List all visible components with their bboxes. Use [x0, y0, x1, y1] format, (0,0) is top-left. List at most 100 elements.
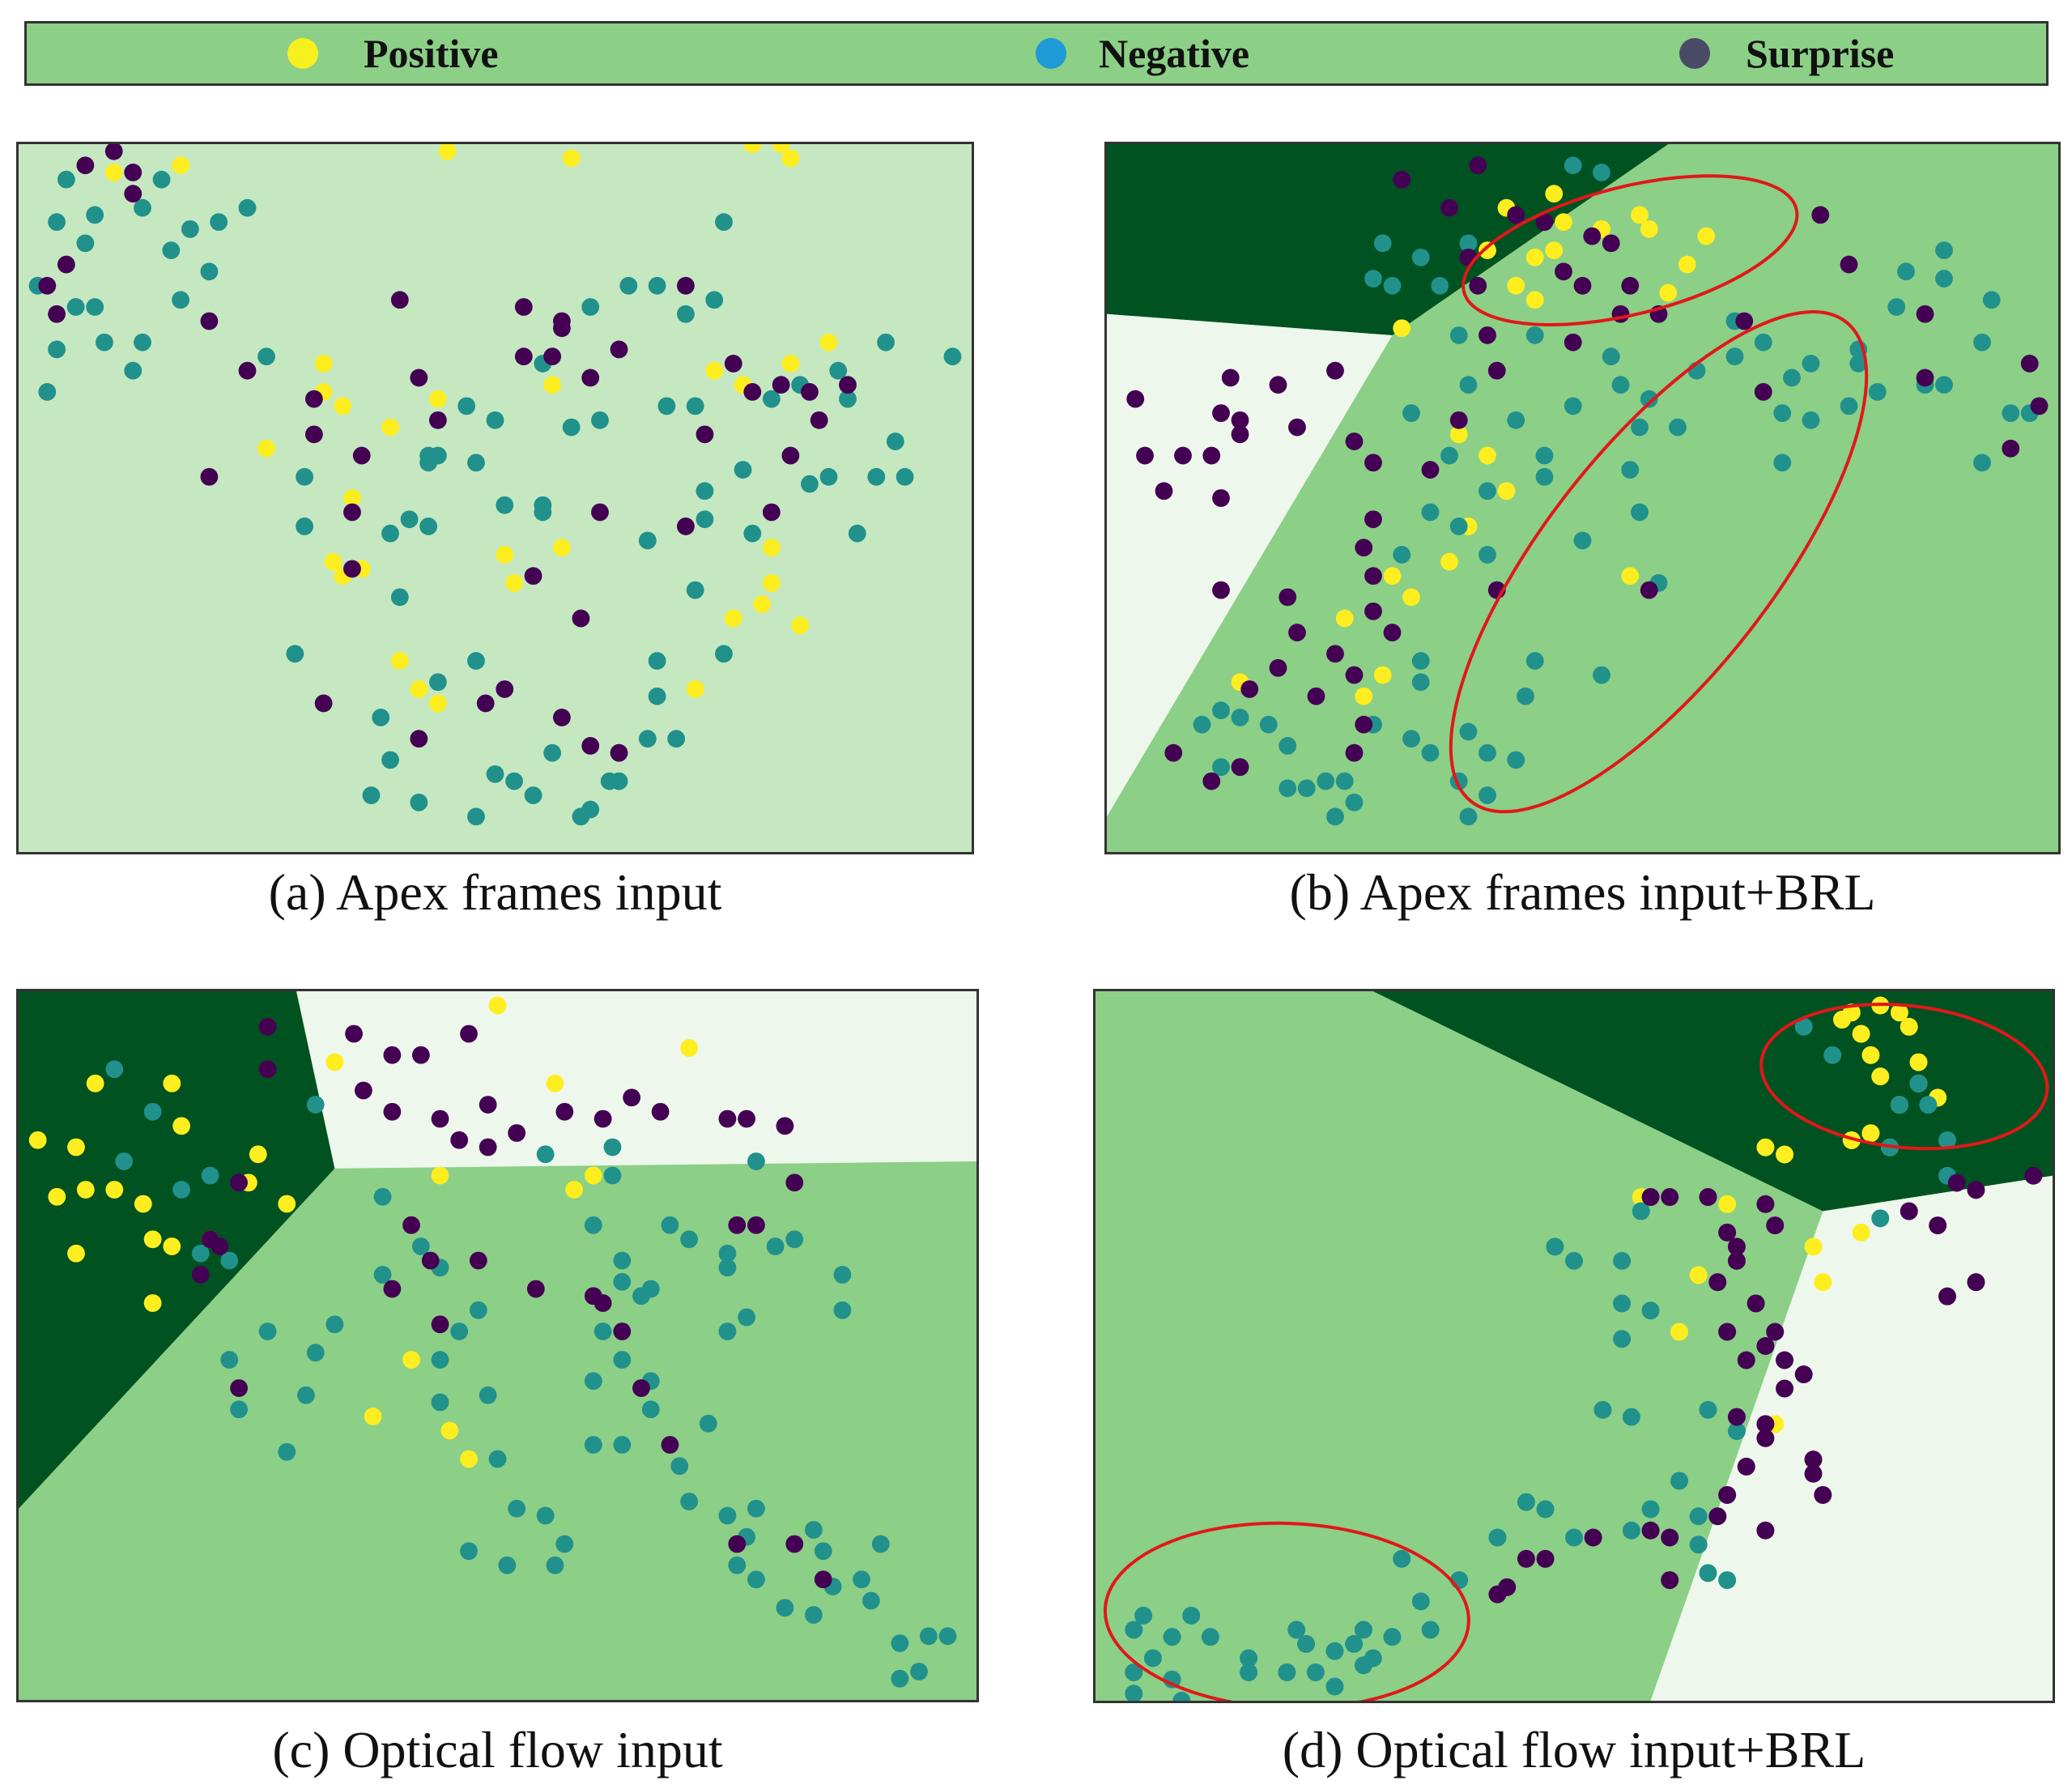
point-surprise: [1766, 1216, 1785, 1235]
point-surprise: [1307, 687, 1325, 705]
point-negative: [581, 298, 600, 316]
point-surprise: [1345, 743, 1364, 762]
point-surprise: [1737, 1351, 1755, 1369]
point-surprise: [1469, 276, 1487, 295]
point-positive: [488, 996, 507, 1015]
point-positive: [104, 164, 123, 181]
point-surprise: [1164, 743, 1183, 762]
point-positive: [1909, 1053, 1928, 1071]
point-negative: [1507, 751, 1525, 769]
point-surprise: [1383, 624, 1402, 641]
point-surprise: [1583, 227, 1602, 245]
point-surprise: [1326, 645, 1344, 663]
point-surprise: [572, 609, 590, 628]
point-surprise: [124, 164, 143, 181]
point-negative: [1459, 807, 1478, 826]
point-negative: [871, 1535, 890, 1553]
point-surprise: [1136, 446, 1154, 465]
point-negative: [603, 1138, 622, 1156]
point-surprise: [594, 1110, 612, 1128]
point-negative: [306, 1344, 325, 1362]
point-surprise: [421, 1251, 440, 1270]
point-positive: [1776, 1145, 1794, 1164]
point-negative: [1383, 1628, 1402, 1646]
point-negative: [718, 1323, 737, 1340]
point-negative: [38, 383, 57, 401]
point-surprise: [1804, 1450, 1823, 1469]
point-surprise: [304, 390, 323, 408]
point-surprise: [776, 1117, 794, 1135]
point-negative: [1449, 326, 1468, 344]
point-surprise: [402, 1216, 420, 1234]
point-surprise: [1487, 361, 1506, 380]
point-negative: [257, 347, 275, 366]
point-positive: [1335, 609, 1354, 628]
point-surprise: [2002, 439, 2020, 458]
decision-region-pale: [1107, 313, 1393, 817]
point-surprise: [2024, 1166, 2043, 1185]
point-positive: [324, 552, 342, 571]
point-positive: [1545, 241, 1564, 259]
point-positive: [1756, 1138, 1775, 1156]
point-positive: [1900, 1017, 1918, 1036]
point-surprise: [1756, 1521, 1775, 1540]
point-negative: [1613, 1251, 1632, 1270]
point-negative: [172, 1181, 191, 1199]
point-negative: [584, 1372, 602, 1391]
point-positive: [1718, 1195, 1737, 1213]
point-negative: [1143, 1649, 1162, 1668]
point-negative: [1573, 531, 1592, 550]
point-surprise: [1661, 1528, 1679, 1547]
point-negative: [1317, 772, 1335, 790]
point-negative: [677, 305, 695, 323]
point-negative: [785, 1230, 804, 1249]
point-negative: [1125, 1663, 1143, 1681]
series-positive: [28, 996, 698, 1468]
point-surprise: [1584, 1528, 1602, 1547]
point-surprise: [1718, 1323, 1737, 1341]
point-negative: [1849, 355, 1868, 373]
point-negative: [1354, 1621, 1372, 1639]
point-surprise: [526, 1280, 545, 1298]
point-surprise: [1916, 305, 1934, 323]
scatter-plot-c: [16, 989, 979, 1702]
point-negative: [619, 276, 638, 295]
point-negative: [1325, 1677, 1344, 1696]
point-surprise: [479, 1096, 497, 1114]
point-negative: [105, 1060, 124, 1079]
point-surprise: [613, 1323, 632, 1340]
point-positive: [143, 1230, 162, 1249]
point-positive: [505, 573, 523, 592]
caption-a: (a) Apex frames input: [268, 863, 722, 921]
point-surprise: [450, 1131, 469, 1149]
point-negative: [1279, 737, 1297, 755]
point-negative: [1535, 446, 1554, 465]
point-positive: [724, 609, 742, 628]
point-positive: [1497, 482, 1516, 500]
point-negative: [1212, 701, 1230, 720]
point-negative: [1535, 467, 1554, 486]
point-negative: [296, 467, 313, 486]
point-negative: [488, 1450, 507, 1468]
legend-label-surprise: Surprise: [1746, 31, 1895, 76]
point-negative: [201, 1166, 219, 1185]
point-surprise: [1735, 312, 1754, 330]
point-negative: [286, 645, 304, 663]
legend: Positive Negative Surprise: [24, 21, 2049, 86]
point-surprise: [1421, 461, 1440, 479]
point-positive: [172, 1117, 191, 1135]
point-surprise: [1202, 446, 1221, 465]
point-positive: [76, 1181, 95, 1199]
legend-label-positive: Positive: [364, 31, 499, 76]
point-positive: [781, 149, 800, 168]
point-surprise: [1212, 581, 1230, 599]
point-surprise: [743, 383, 762, 401]
point-negative: [1593, 1400, 1612, 1419]
point-surprise: [1967, 1273, 1985, 1292]
legend-label-negative: Negative: [1099, 31, 1250, 76]
point-negative: [699, 1414, 717, 1433]
point-negative: [1335, 772, 1354, 790]
point-positive: [1507, 276, 1525, 295]
point-positive: [440, 1421, 459, 1440]
point-surprise: [191, 1266, 210, 1284]
